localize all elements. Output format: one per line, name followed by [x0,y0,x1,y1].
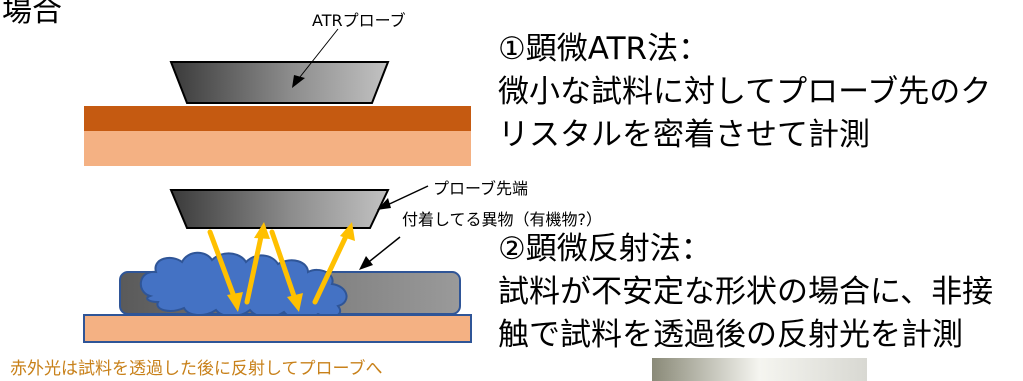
ir-ray-1 [207,229,239,305]
ir-ray-1-arrowhead [227,292,243,312]
probe-tip-label: プローブ先端 [433,179,529,198]
probe-tip-leader-line [382,185,429,208]
atr-probe-label: ATRプローブ [312,11,406,30]
ir-ray-3 [269,229,299,305]
upper-sample-layer [84,106,471,131]
ir-ray-4 [312,229,351,305]
ir-ray-2 [244,229,265,305]
probe-tip-crystal [169,189,390,229]
ir-ray-arrowheads [227,222,355,312]
method-2-line-2: 触で試料を透過後の反射光を計測 [498,317,963,353]
ir-ray-2-arrowhead [254,222,270,239]
method-1-title: ①顕微ATR法： [498,31,710,67]
foreign-matter-blob [140,251,348,320]
atr-probe-leader-line [295,28,339,83]
foreign-matter-leader-arrowhead [359,256,373,270]
foreign-matter-leader-line [364,236,401,266]
ir-rays [207,229,351,305]
decorative-gradient-strip [652,358,867,381]
lower-substrate [83,314,472,343]
upper-substrate [84,131,471,166]
heading-partial: 場合 [2,0,62,29]
method-1-line-1: 微小な試料に対してプローブ先のク [498,74,992,110]
method-1-line-2: リスタルを密着させて計測 [498,117,870,153]
method-2-line-1: 試料が不安定な形状の場合に、非接 [498,274,994,310]
ir-ray-3-arrowhead [287,293,303,312]
atr-probe-leader-arrowhead [292,75,305,88]
probe-tip-leader-arrowhead [377,198,391,210]
foreign-matter-label: 付着してる異物（有機物?） [402,210,603,229]
method-2-title: ②顕微反射法： [498,231,712,267]
footnote: 赤外光は試料を透過した後に反射してプローブへ [10,359,383,379]
atr-probe-crystal [169,61,390,104]
ir-ray-4-arrowhead [340,222,355,241]
